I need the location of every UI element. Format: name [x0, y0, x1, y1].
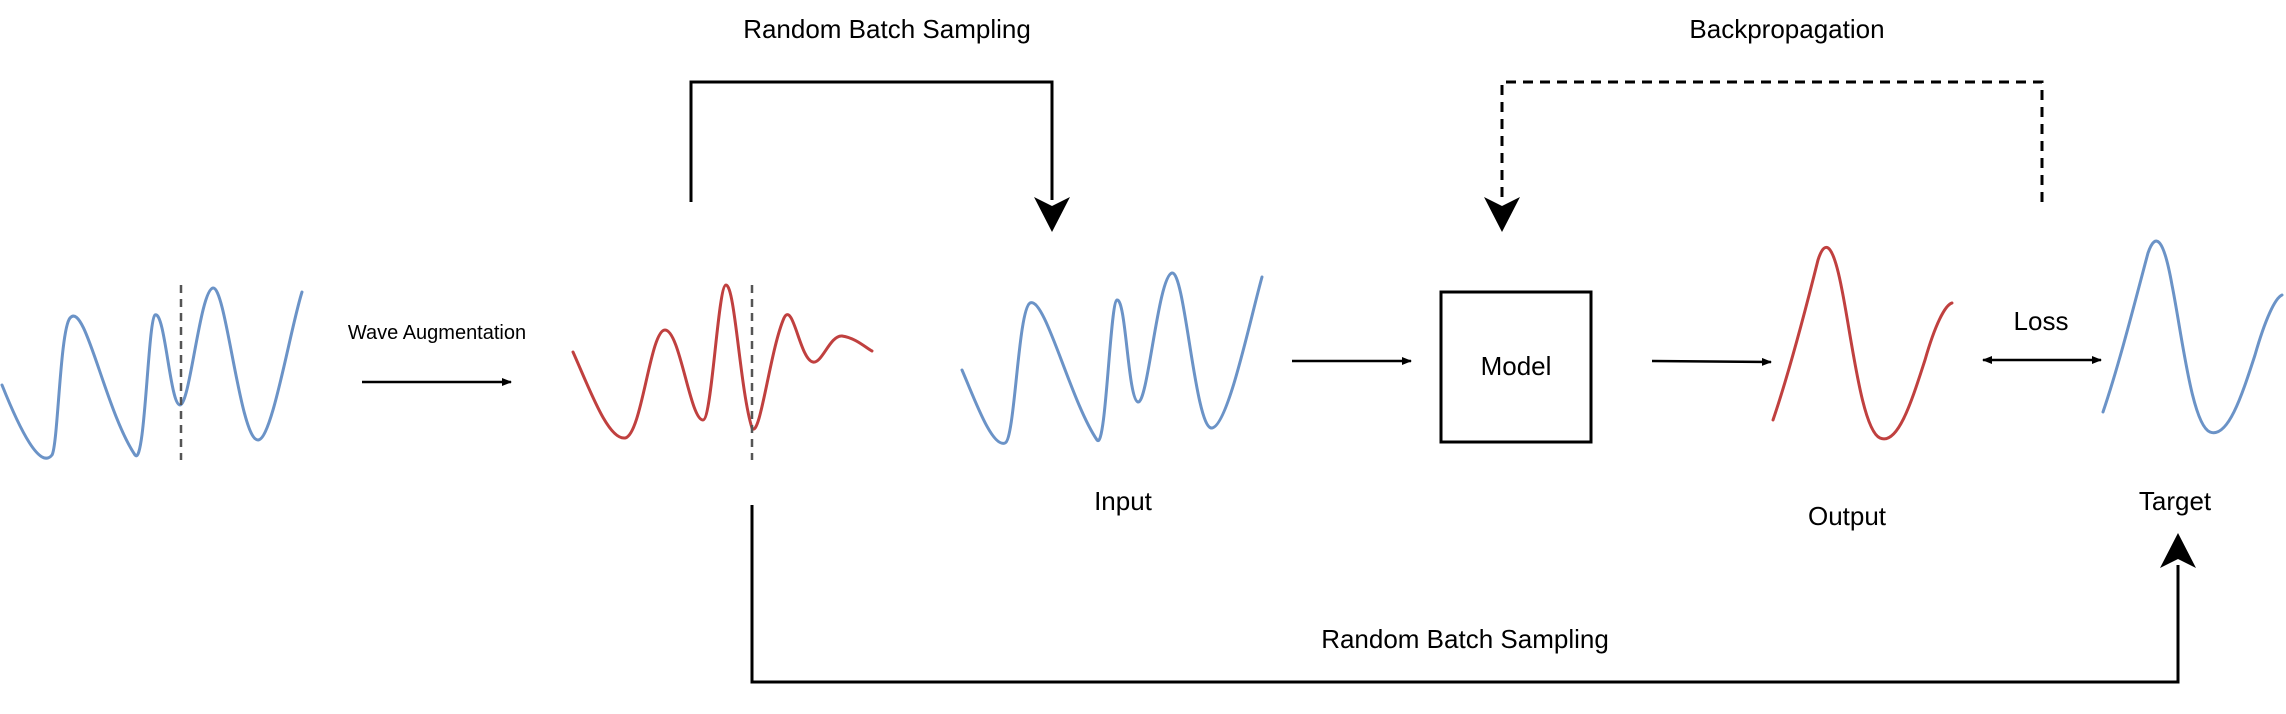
random-batch-sampling-bottom-label: Random Batch Sampling [1321, 624, 1609, 654]
model-to-output-arrow [1651, 357, 1772, 366]
sampling-arrowhead-bottom [2160, 533, 2196, 568]
random-batch-sampling-top-label: Random Batch Sampling [743, 14, 1031, 44]
input-wave [960, 271, 1264, 445]
backpropagation-label: Backpropagation [1689, 14, 1884, 44]
model-label: Model [1481, 351, 1552, 381]
sampling-arrowhead-top [1034, 197, 1070, 232]
output-wave [1771, 246, 1954, 441]
model-box [1439, 290, 1593, 444]
target-wave [2101, 239, 2284, 435]
wave-augmentation-label: Wave Augmentation [348, 322, 526, 344]
sampling-bracket-bottom [750, 505, 2180, 684]
loss-label: Loss [2014, 306, 2069, 336]
backprop-bracket [1500, 80, 2044, 202]
backprop-arrowhead [1484, 197, 1520, 232]
output-label: Output [1808, 501, 1887, 531]
target-label: Target [2139, 486, 2212, 516]
input-label: Input [1094, 486, 1153, 516]
original-wave [0, 286, 304, 460]
augmented-wave [571, 283, 874, 440]
sampling-bracket-top [689, 80, 1054, 202]
